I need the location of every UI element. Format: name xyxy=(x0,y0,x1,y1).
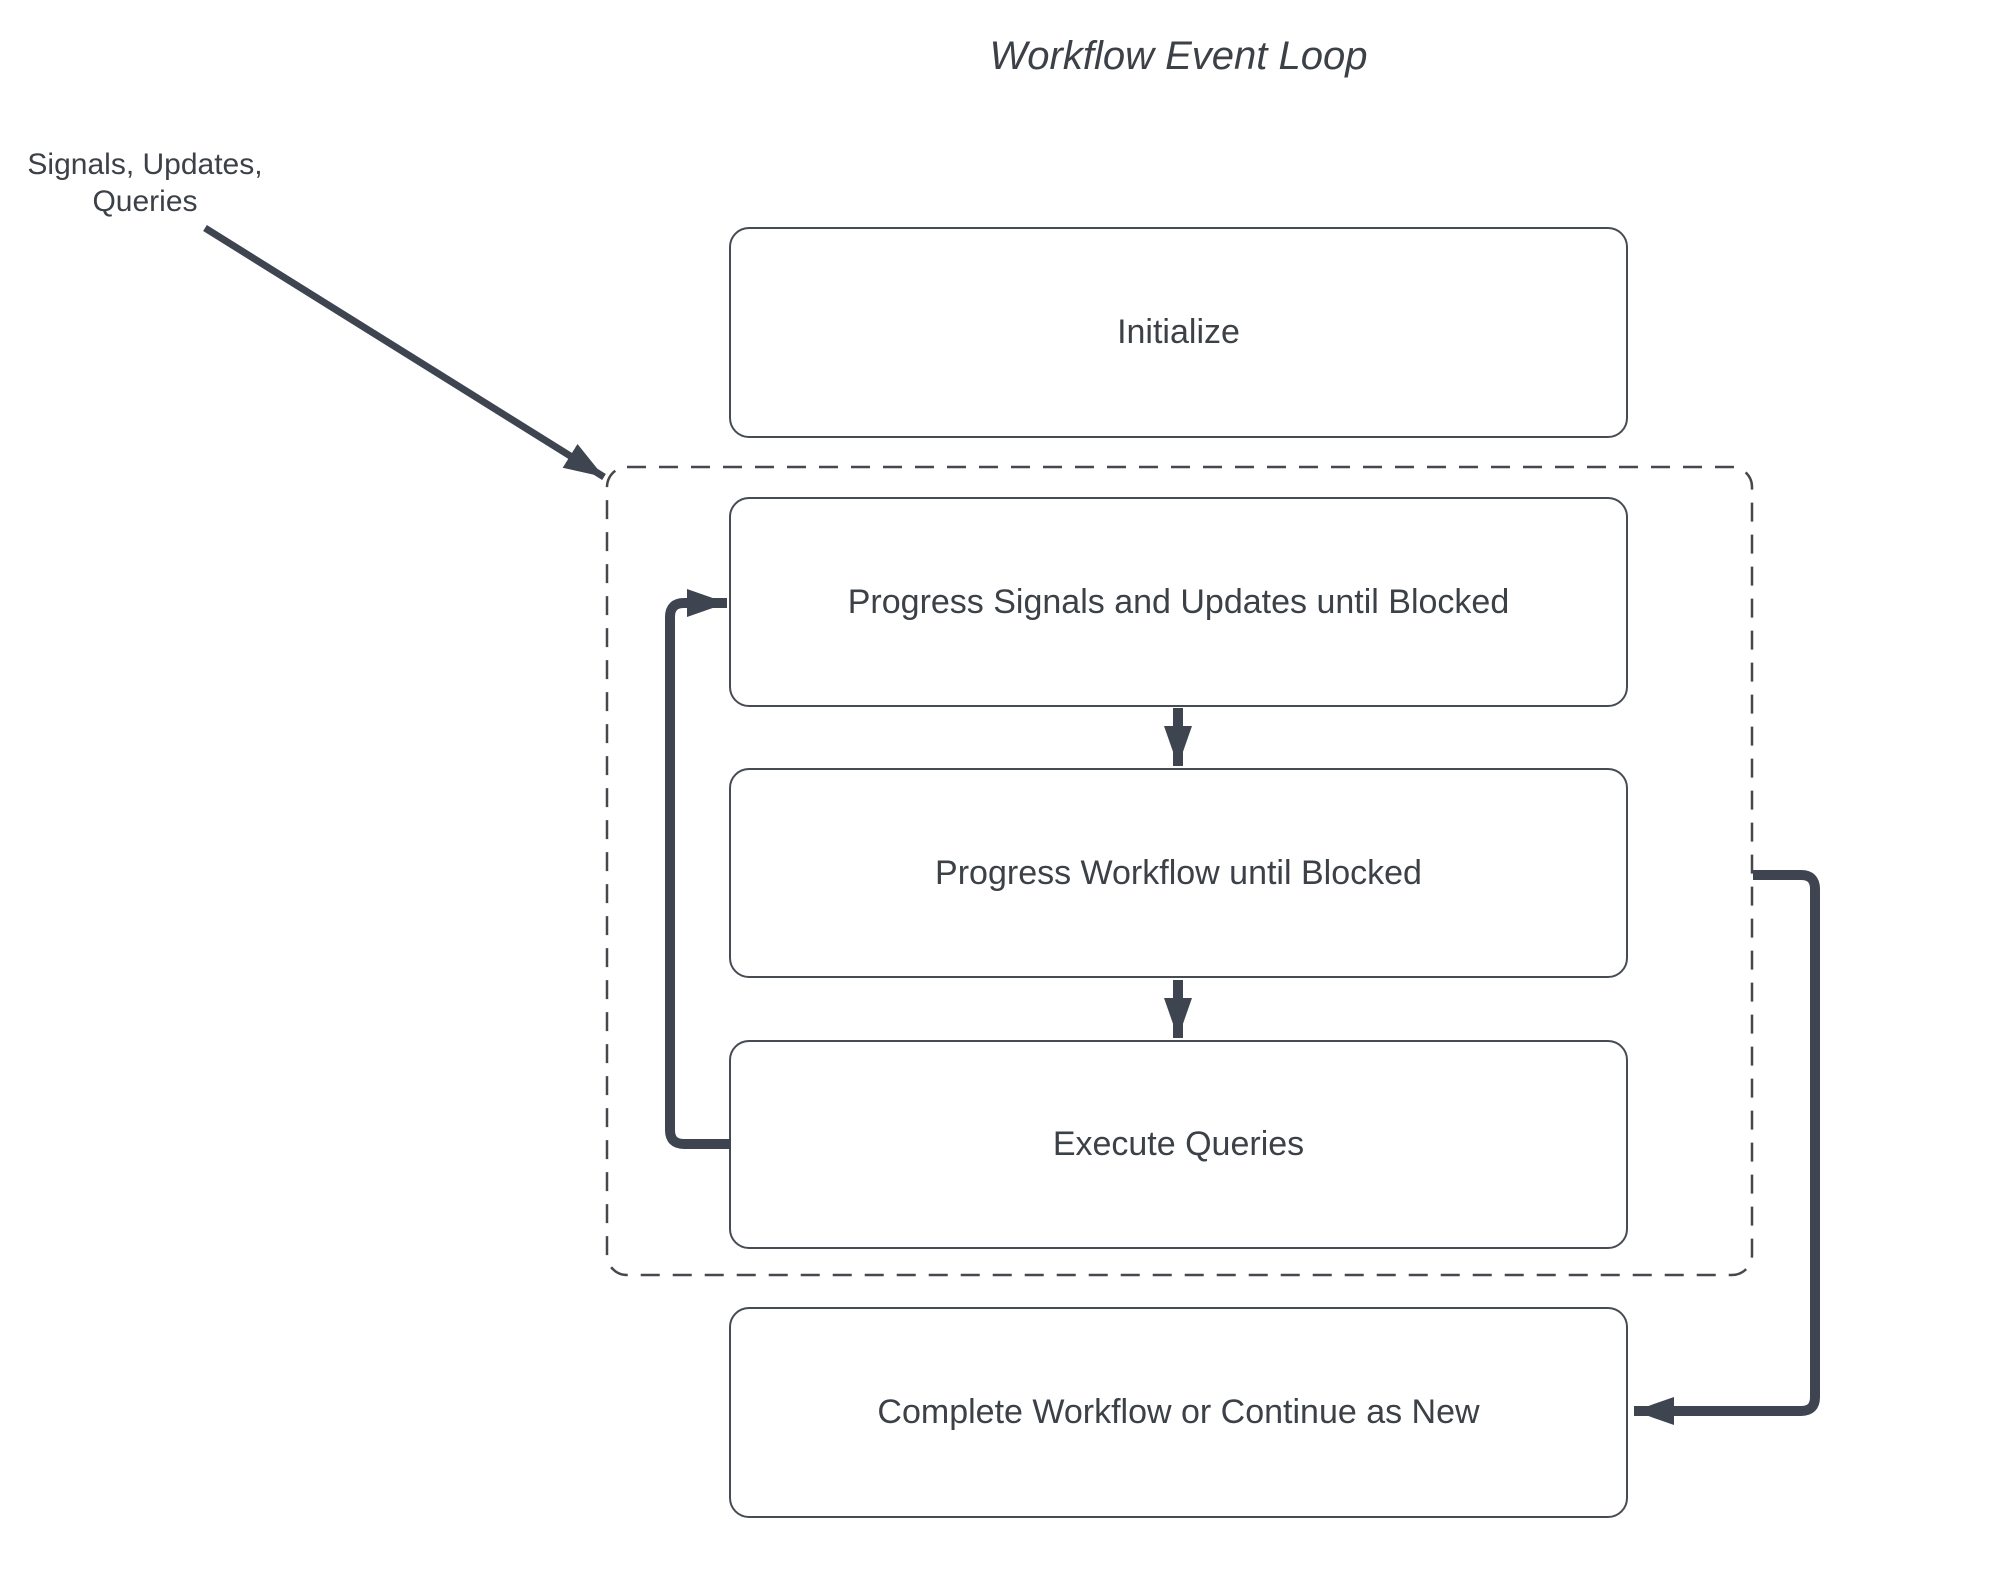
node-progress-signals-and-updates: Progress Signals and Updates until Block… xyxy=(729,497,1628,707)
node-progress-signals-label: Progress Signals and Updates until Block… xyxy=(847,582,1510,621)
node-initialize-label: Initialize xyxy=(1117,313,1240,351)
node-initialize: Initialize xyxy=(729,227,1628,438)
node-execute-queries-label: Execute Queries xyxy=(1052,1125,1305,1163)
signals-updates-queries-label: Signals, Updates, Queries xyxy=(10,146,280,220)
node-execute-queries: Execute Queries xyxy=(729,1040,1628,1249)
page-title: Workflow Event Loop xyxy=(989,34,1368,78)
connector-loop-back xyxy=(665,589,731,1149)
node-progress-workflow: Progress Workflow until Blocked xyxy=(729,768,1628,978)
annotation-line-1: Signals, Updates, xyxy=(27,148,263,181)
node-complete-workflow-label: Complete Workflow or Continue as New xyxy=(877,1393,1480,1431)
node-progress-workflow-label: Progress Workflow until Blocked xyxy=(935,853,1422,892)
arrow-signals-input xyxy=(203,225,606,480)
node-complete-workflow: Complete Workflow or Continue as New xyxy=(729,1307,1628,1518)
connector-continue-as-new xyxy=(1634,870,1820,1425)
annotation-line-2: Queries xyxy=(92,185,198,218)
